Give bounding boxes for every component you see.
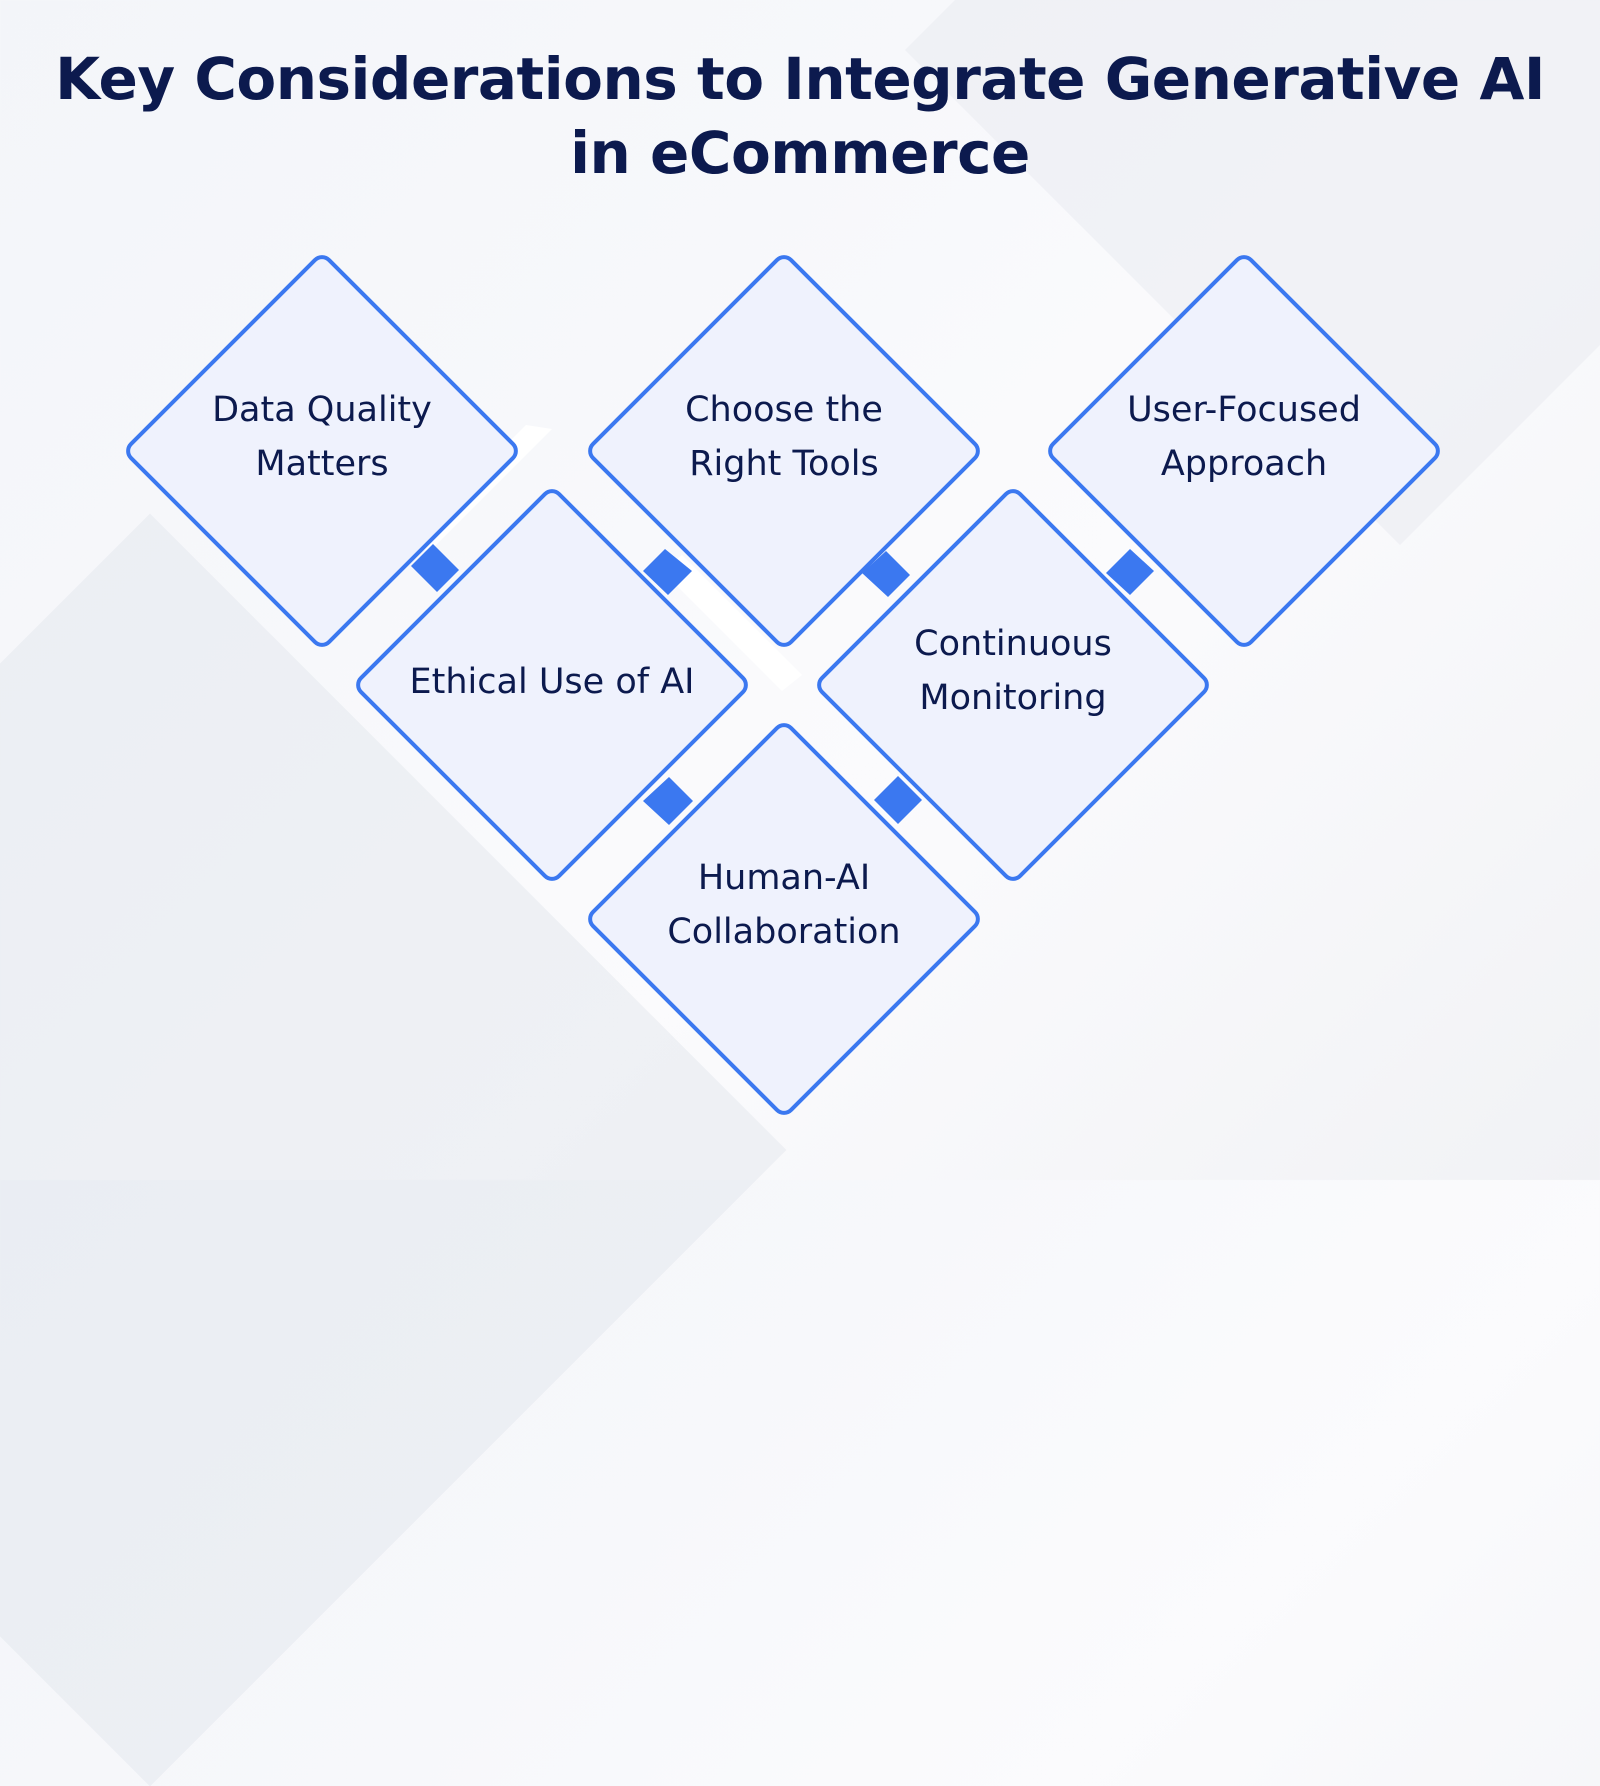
- connector-dataquality-ethical: [411, 544, 459, 592]
- connector-tools-ethical: [643, 549, 692, 595]
- label-line-1: Ethical Use of AI: [409, 662, 695, 702]
- title-line-2: in eCommerce: [570, 119, 1030, 187]
- diamond-label-human-ai: Human-AI Collaboration: [634, 851, 934, 959]
- label-line-2: Right Tools: [689, 444, 879, 484]
- diamond-user-focused: [1048, 255, 1440, 647]
- diamond-group: [126, 255, 1440, 1115]
- diamond-label-ethical-use: Ethical Use of AI: [402, 655, 702, 709]
- diamond-continuous-monitoring: [817, 489, 1209, 881]
- label-line-2: Monitoring: [919, 678, 1107, 718]
- label-line-1: Choose the: [685, 390, 883, 430]
- label-line-1: User-Focused: [1127, 390, 1361, 430]
- diamond-human-ai: [588, 723, 980, 1115]
- diagram-canvas: [126, 255, 1440, 1115]
- label-line-2: Approach: [1160, 444, 1328, 484]
- connector-ethical-human: [643, 777, 693, 825]
- page-title: Key Considerations to Integrate Generati…: [0, 42, 1600, 190]
- connector-userfocused-monitoring: [1106, 549, 1154, 595]
- connector-tools-monitoring: [862, 551, 910, 597]
- diamond-ethical-use: [356, 489, 748, 881]
- diamond-choose-tools: [588, 255, 980, 647]
- connector-monitoring-human: [874, 776, 922, 824]
- title-line-1: Key Considerations to Integrate Generati…: [55, 45, 1545, 113]
- label-line-2: Collaboration: [667, 912, 901, 952]
- diamond-data-quality: [126, 255, 518, 647]
- label-line-1: Data Quality: [212, 390, 432, 430]
- label-line-1: Human-AI: [697, 858, 871, 898]
- connectors: [411, 544, 1154, 825]
- label-line-1: Continuous: [914, 624, 1112, 664]
- label-line-2: Matters: [255, 444, 389, 484]
